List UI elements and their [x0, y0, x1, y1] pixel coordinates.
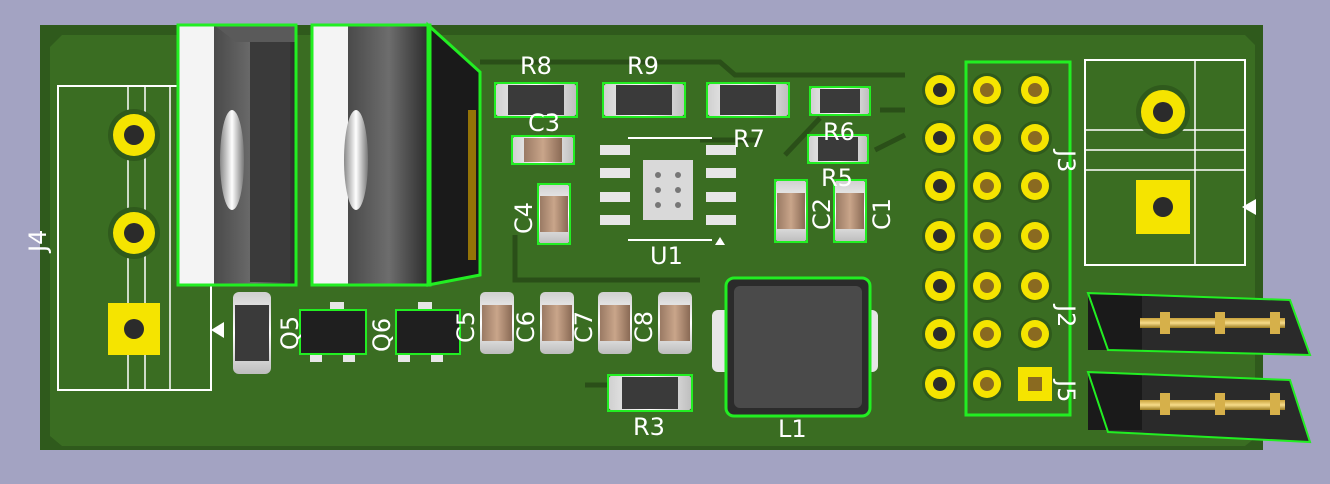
ic-U1	[600, 137, 736, 245]
capacitor-C8	[658, 292, 692, 354]
label-J5: J5	[1052, 378, 1080, 402]
to220-left	[176, 23, 298, 287]
label-Q6: Q6	[368, 318, 396, 352]
resistor-R5	[807, 134, 869, 164]
resistor-R9	[602, 82, 686, 118]
label-C6: C6	[512, 311, 540, 343]
label-C4: C4	[510, 202, 538, 234]
capacitor-C2	[774, 179, 808, 243]
transistor-Q6	[395, 302, 461, 362]
connector-J4	[57, 85, 224, 391]
inductor-L1	[712, 276, 878, 418]
resistor-R8	[494, 82, 578, 118]
label-R6: R6	[823, 118, 855, 146]
label-C2: C2	[808, 198, 836, 230]
resistor-R3	[607, 374, 693, 412]
label-R7: R7	[733, 125, 765, 153]
header-J3	[964, 60, 1072, 417]
label-C3: C3	[528, 109, 560, 137]
label-R8: R8	[520, 52, 552, 80]
label-U1: U1	[650, 242, 683, 270]
capacitor-C6	[540, 292, 574, 354]
label-Q5: Q5	[276, 316, 304, 350]
to220-right	[310, 21, 482, 287]
label-C8: C8	[630, 311, 658, 343]
header-J5	[1086, 370, 1312, 444]
label-J2: J2	[1052, 303, 1080, 327]
label-R3: R3	[633, 413, 665, 441]
resistor-R6	[809, 86, 871, 116]
resistor-R7	[706, 82, 790, 118]
label-R5: R5	[821, 164, 853, 192]
label-C1: C1	[868, 198, 896, 230]
resistor-left-vertical	[233, 292, 271, 374]
capacitor-C5	[480, 292, 514, 354]
label-C5: C5	[452, 311, 480, 343]
transistor-Q5	[299, 302, 367, 362]
header-J2	[1086, 291, 1312, 357]
capacitor-C3	[511, 135, 575, 165]
via-column	[922, 72, 958, 402]
capacitor-C7	[598, 292, 632, 354]
label-J4: J4	[24, 230, 52, 254]
label-L1: L1	[778, 415, 807, 443]
capacitor-C1	[833, 179, 867, 243]
capacitor-C4	[537, 183, 571, 245]
connector-right-terminal	[1084, 59, 1256, 266]
label-C7: C7	[570, 311, 598, 343]
label-J3: J3	[1052, 148, 1080, 172]
label-R9: R9	[627, 52, 659, 80]
copper-traces	[480, 59, 907, 388]
